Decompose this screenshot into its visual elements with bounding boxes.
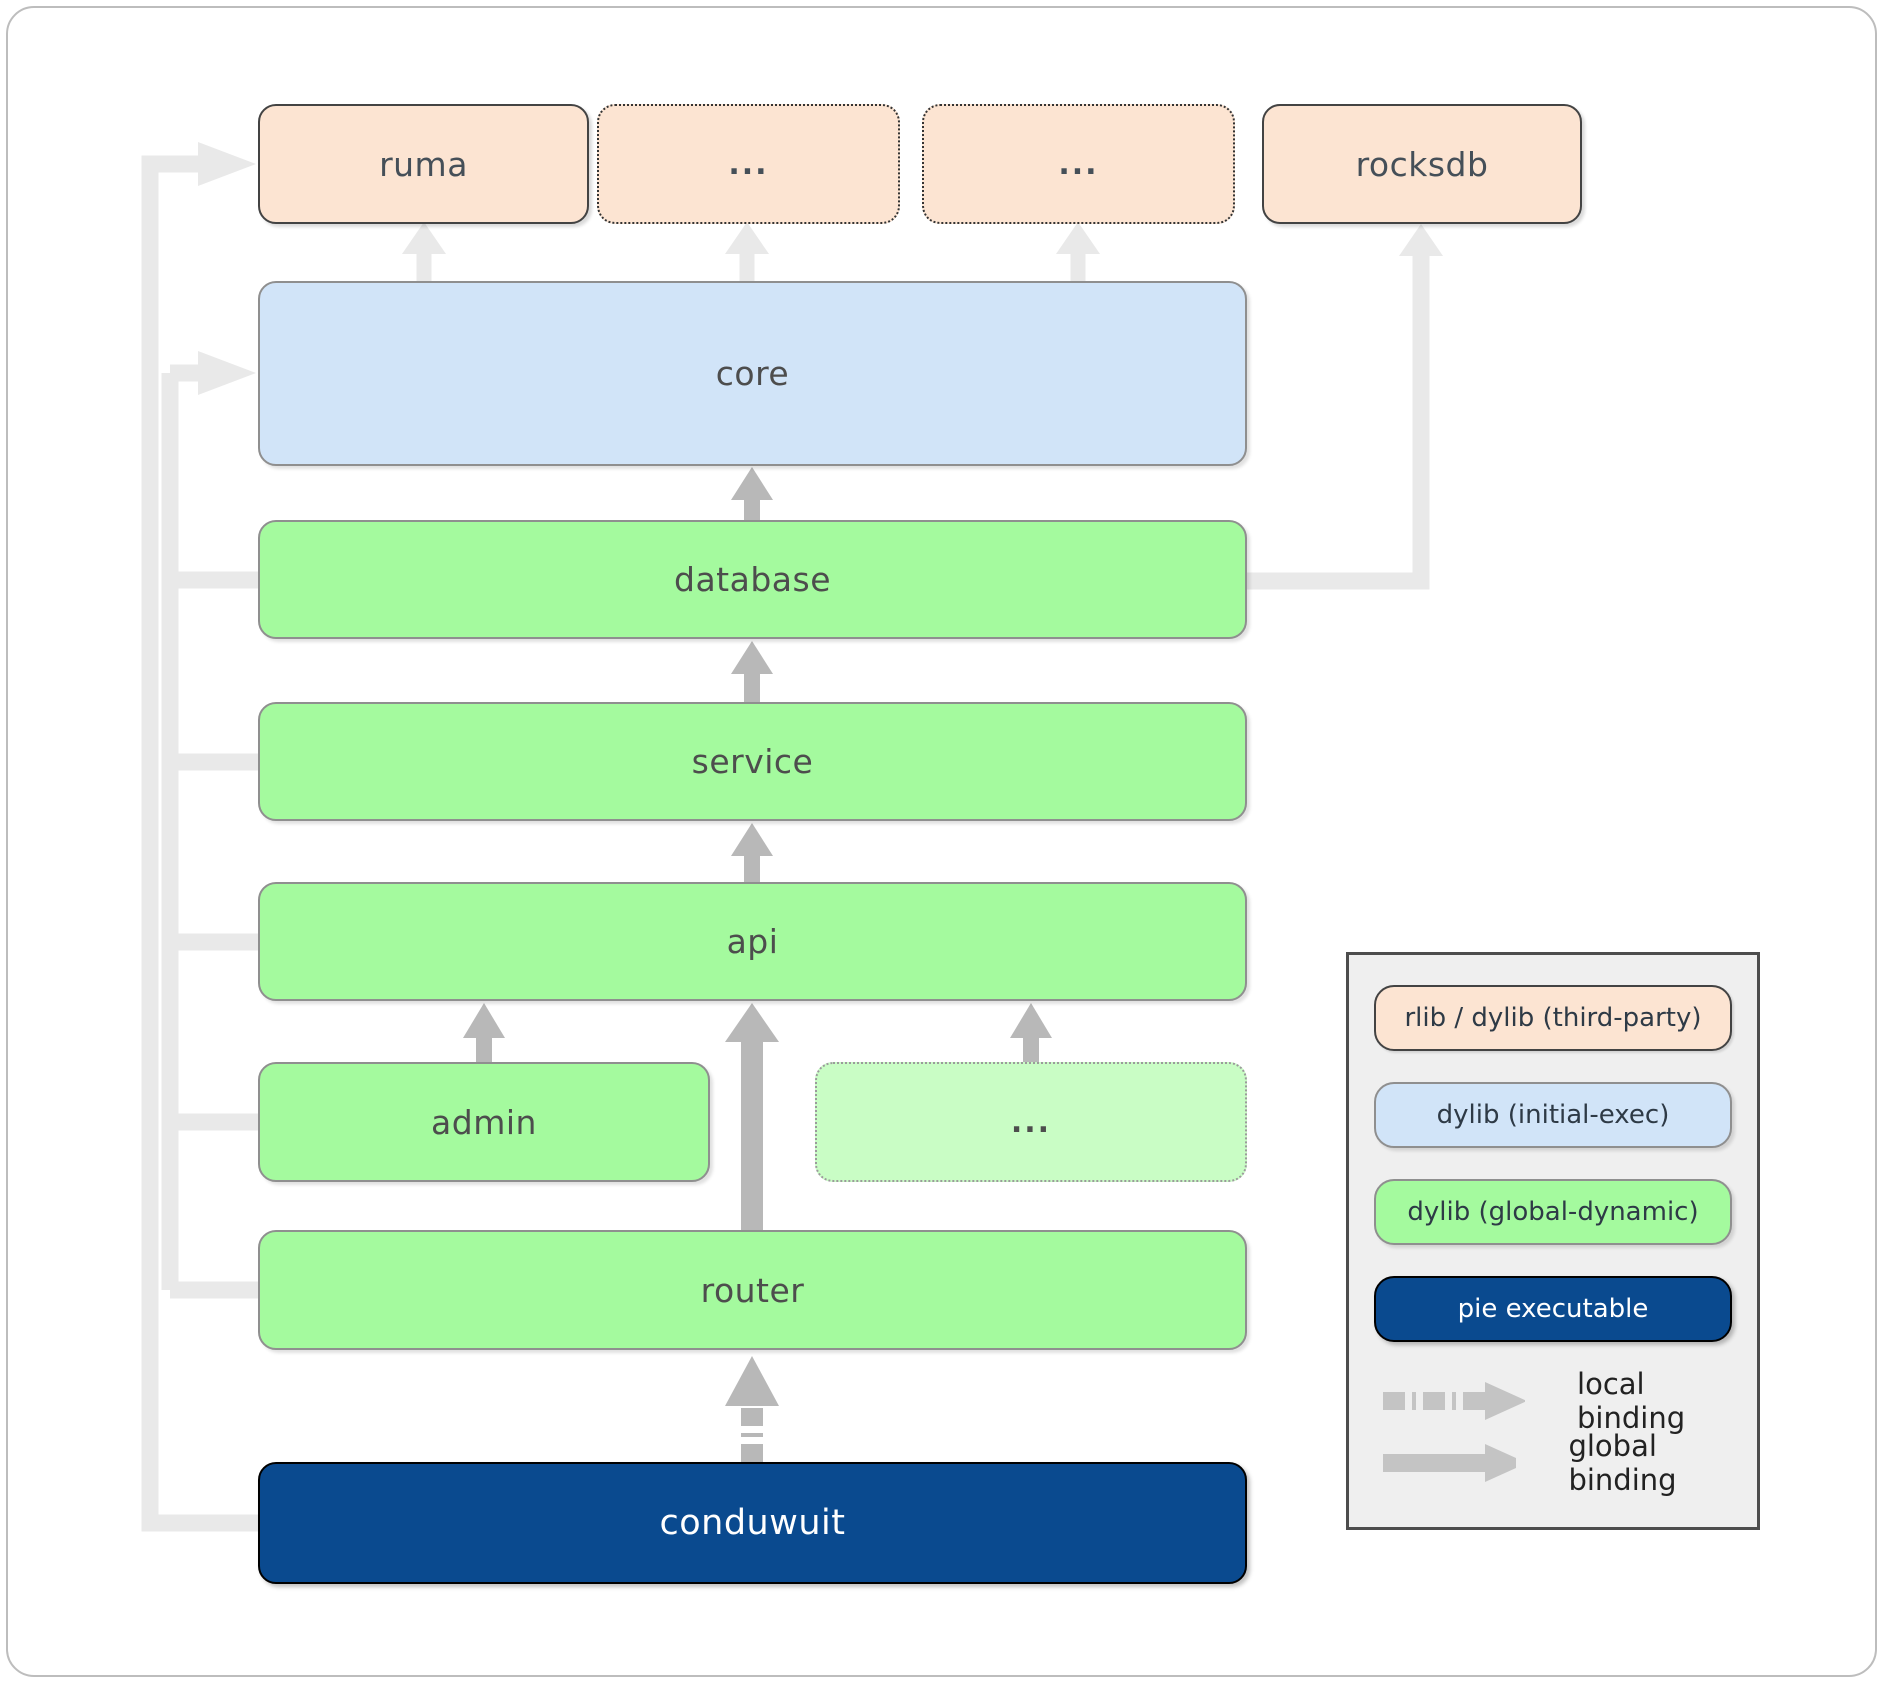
legend-item-initial-exec: dylib (initial-exec) xyxy=(1374,1082,1732,1148)
arrowhead-ruma-left xyxy=(198,142,256,186)
arrowhead-dotsmid-api xyxy=(1010,1003,1052,1038)
global-binding-arrow-icon xyxy=(1383,1444,1517,1482)
node-service: service xyxy=(258,702,1247,821)
local-binding-arrow-icon xyxy=(1383,1382,1526,1420)
legend-global-binding-label: global binding xyxy=(1568,1429,1677,1497)
arrowhead-core-left xyxy=(198,351,256,395)
legend-item-global-dynamic-label: dylib (global-dynamic) xyxy=(1407,1197,1699,1227)
node-ruma: ruma xyxy=(258,104,589,224)
node-admin: admin xyxy=(258,1062,710,1182)
node-thirdparty-ellipsis-2: ... xyxy=(922,104,1235,224)
node-service-label: service xyxy=(691,742,814,781)
legend-item-third-party-label: rlib / dylib (third-party) xyxy=(1404,1003,1702,1033)
node-api: api xyxy=(258,882,1247,1001)
arrowhead-database-core xyxy=(731,467,773,500)
legend-local-binding-row: local binding xyxy=(1379,1367,1757,1435)
legend-item-third-party: rlib / dylib (third-party) xyxy=(1374,985,1732,1051)
node-core: core xyxy=(258,281,1247,466)
node-dynamic-ellipsis: ... xyxy=(815,1062,1247,1182)
arrowhead-admin-api xyxy=(463,1003,505,1038)
node-dynamic-ellipsis-label: ... xyxy=(1010,1104,1052,1140)
legend-item-initial-exec-label: dylib (initial-exec) xyxy=(1436,1100,1670,1130)
node-database-label: database xyxy=(674,560,831,599)
node-ruma-label: ruma xyxy=(379,144,468,184)
legend-item-global-dynamic: dylib (global-dynamic) xyxy=(1374,1179,1732,1245)
node-thirdparty-ellipsis-1-label: ... xyxy=(728,146,769,182)
node-rocksdb-label: rocksdb xyxy=(1355,144,1489,184)
legend-local-binding-label: local binding xyxy=(1577,1367,1686,1435)
arrowhead-core-dots2 xyxy=(1056,222,1100,254)
edge-conduwuit-ruma xyxy=(141,155,258,1532)
arrowhead-api-service xyxy=(731,823,773,856)
node-core-label: core xyxy=(715,354,790,393)
arrowhead-conduwuit-router xyxy=(725,1356,779,1406)
edge-database-rocksdb xyxy=(1247,254,1430,590)
legend-item-pie-executable-label: pie executable xyxy=(1457,1294,1649,1324)
node-admin-label: admin xyxy=(431,1102,537,1142)
arrowhead-router-api xyxy=(725,1003,779,1042)
node-thirdparty-ellipsis-1: ... xyxy=(597,104,900,224)
legend: rlib / dylib (third-party) dylib (initia… xyxy=(1346,952,1760,1530)
node-router: router xyxy=(258,1230,1247,1350)
node-rocksdb: rocksdb xyxy=(1262,104,1582,224)
arrowhead-core-ruma xyxy=(402,222,446,254)
node-api-label: api xyxy=(726,922,779,961)
arrowhead-database-rocksdb xyxy=(1399,224,1443,256)
canvas-border xyxy=(6,6,1877,1677)
arrowhead-core-dots1 xyxy=(725,222,769,254)
arrowhead-service-database xyxy=(731,641,773,674)
legend-global-binding-row: global binding xyxy=(1379,1429,1757,1497)
node-conduwuit-label: conduwuit xyxy=(659,1503,846,1543)
node-thirdparty-ellipsis-2-label: ... xyxy=(1058,146,1099,182)
legend-item-pie-executable: pie executable xyxy=(1374,1276,1732,1342)
node-router-label: router xyxy=(700,1270,805,1310)
node-database: database xyxy=(258,520,1247,639)
node-conduwuit: conduwuit xyxy=(258,1462,1247,1584)
